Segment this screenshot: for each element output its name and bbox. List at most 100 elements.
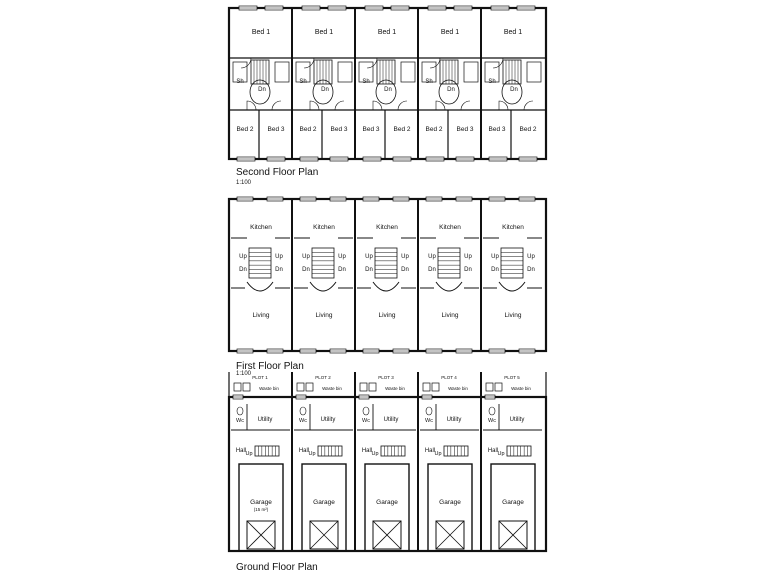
kitchen-label: Kitchen xyxy=(439,224,461,231)
living-label: Living xyxy=(379,312,396,319)
bin-icon xyxy=(485,382,494,392)
bed1-label: Bed 1 xyxy=(441,29,459,36)
second-floor-title: Second Floor Plan xyxy=(236,167,319,178)
bed-label: Bed 2 xyxy=(237,126,254,133)
hall-label: Hall xyxy=(299,448,309,454)
utility-label: Utility xyxy=(258,417,273,423)
toilet-icon xyxy=(236,406,244,416)
bed1-label: Bed 1 xyxy=(378,29,396,36)
landing xyxy=(375,79,397,105)
shower-room xyxy=(400,61,416,83)
garage-label: Garage xyxy=(313,499,335,506)
garage-door-box xyxy=(246,520,276,550)
door-swing xyxy=(492,57,504,69)
bin-icon xyxy=(233,382,242,392)
waste-bin-label: Waste bin xyxy=(385,386,405,391)
shower-label: Sh xyxy=(488,79,495,85)
garage-area-note: (15 m²) xyxy=(254,507,269,512)
stair-flight xyxy=(317,445,343,457)
bed1-label: Bed 1 xyxy=(252,29,270,36)
garage-room xyxy=(238,463,284,552)
door-swing xyxy=(460,100,471,111)
kitchen-label: Kitchen xyxy=(502,224,524,231)
stair-down-label: Dn xyxy=(321,87,329,93)
kitchen-label: Kitchen xyxy=(376,224,398,231)
door-swing xyxy=(372,100,383,111)
toilet-icon xyxy=(362,406,370,416)
landing-wall xyxy=(498,281,526,292)
waste-bin-label: Waste bin xyxy=(322,386,342,391)
bin-icon xyxy=(242,382,251,392)
shower-room xyxy=(274,61,290,83)
bed-label: Bed 3 xyxy=(331,126,348,133)
shower-room xyxy=(463,61,479,83)
stair-flight xyxy=(437,247,461,279)
door-swing xyxy=(435,100,446,111)
stair-up-label: Up xyxy=(401,254,409,260)
first-floor-title: First Floor Plan xyxy=(236,361,304,372)
stair-up-label: Up xyxy=(527,254,535,260)
plot-label: PLOT 5 xyxy=(504,375,520,380)
utility-label: Utility xyxy=(510,417,525,423)
landing-wall xyxy=(435,281,463,292)
living-label: Living xyxy=(316,312,333,319)
bed-label: Bed 3 xyxy=(457,126,474,133)
stair-up-label: Up xyxy=(428,254,436,260)
door-swing xyxy=(498,100,509,111)
plot-label: PLOT 1 xyxy=(252,375,268,380)
garage-door-box xyxy=(372,520,402,550)
garage-label: Garage xyxy=(376,499,398,506)
stair-down-label: Dn xyxy=(491,267,499,273)
bin-icon xyxy=(494,382,503,392)
bin-icon xyxy=(359,382,368,392)
landing-wall xyxy=(309,281,337,292)
stair-down-label: Dn xyxy=(302,267,310,273)
garage-room xyxy=(301,463,347,552)
bed-label: Bed 3 xyxy=(268,126,285,133)
stair-up-label: Up xyxy=(497,451,504,457)
garage-room xyxy=(427,463,473,552)
toilet-icon xyxy=(425,406,433,416)
stair-up-label: Up xyxy=(302,254,310,260)
living-label: Living xyxy=(253,312,270,319)
stair-down-label: Dn xyxy=(338,267,346,273)
landing xyxy=(249,79,271,105)
stair-flight xyxy=(374,247,398,279)
bin-icon xyxy=(422,382,431,392)
stair-down-label: Dn xyxy=(239,267,247,273)
stair-up-label: Up xyxy=(365,254,373,260)
shower-room xyxy=(358,61,374,83)
shower-label: Sh xyxy=(362,79,369,85)
wc-label: Wc xyxy=(299,418,307,424)
door-swing xyxy=(303,57,315,69)
stair-flight xyxy=(254,445,280,457)
bed-label: Bed 2 xyxy=(394,126,411,133)
stair-down-label: Dn xyxy=(447,87,455,93)
stair-flight xyxy=(443,445,469,457)
stair-up-label: Up xyxy=(338,254,346,260)
hall-label: Hall xyxy=(488,448,498,454)
wc-label: Wc xyxy=(425,418,433,424)
door-swing xyxy=(246,100,257,111)
stair-flight xyxy=(248,247,272,279)
garage-room xyxy=(490,463,536,552)
wc-label: Wc xyxy=(362,418,370,424)
shower-label: Sh xyxy=(425,79,432,85)
kitchen-label: Kitchen xyxy=(250,224,272,231)
toilet-icon xyxy=(488,406,496,416)
toilet-icon xyxy=(299,406,307,416)
door-swing xyxy=(429,57,441,69)
stair-down-label: Dn xyxy=(464,267,472,273)
bin-icon xyxy=(431,382,440,392)
stair-down-label: Dn xyxy=(365,267,373,273)
bin-icon xyxy=(305,382,314,392)
